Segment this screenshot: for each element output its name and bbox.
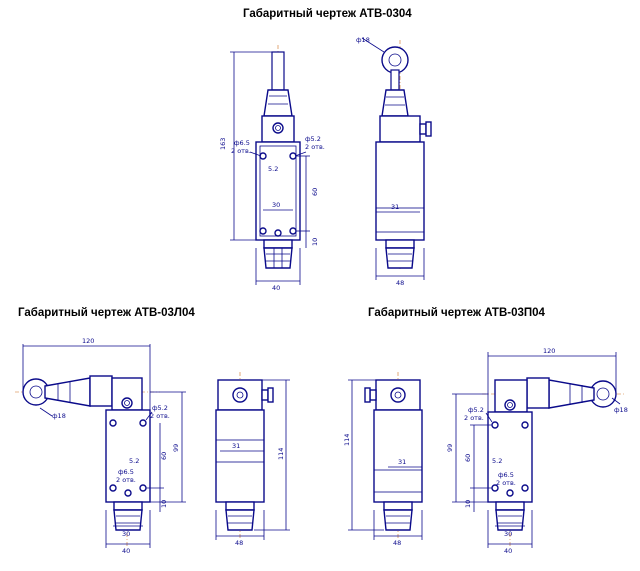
atv03l04-spacing-h-label: 30 [122, 530, 130, 538]
atv0304-hole-right-qty: 2 отв. [305, 143, 325, 151]
atv03p04-hole-left-qty: 2 отв. [496, 479, 516, 487]
atv03p04-hole-right-qty: 2 отв. [464, 414, 484, 422]
atv0304-side-width: 48 [396, 279, 404, 287]
atv03p04-spacing-v-label: 60 [464, 454, 472, 462]
atv03p04-hole-right-label: ф5.2 [468, 406, 484, 414]
title-atv-03p04: Габаритный чертеж АТВ-03П04 [368, 307, 545, 319]
atv03p04-roller-label: ф18 [614, 406, 628, 414]
atv03l04-side-width: 48 [235, 539, 243, 547]
atv03l04-hole-right-label: ф5.2 [152, 404, 168, 412]
atv0304-bottom-label: 10 [311, 238, 319, 246]
atv03l04-width-label: 40 [122, 547, 130, 555]
atv03p04-length-label: 120 [543, 347, 555, 355]
atv03l04-side-view [215, 372, 290, 540]
atv03p04-front-view [452, 352, 625, 548]
title-atv-03l04: Габаритный чертеж АТВ-03Л04 [18, 307, 195, 319]
atv03p04-side-width: 48 [393, 539, 401, 547]
atv03l04-front-view [15, 344, 186, 548]
atv0304-hole-left-label: ф6.5 [234, 139, 250, 147]
atv0304-offset-label: 5.2 [268, 165, 278, 173]
atv0304-front-view [230, 45, 310, 285]
atv03p04-side-height: 114 [343, 434, 351, 446]
atv03p04-side-width-inner: 31 [398, 458, 406, 466]
atv03l04-roller-label: ф18 [52, 412, 66, 420]
atv03p04-spacing-h-label: 30 [504, 530, 512, 538]
atv0304-width-label: 40 [272, 284, 280, 292]
atv03p04-offset-label: 5.2 [492, 457, 502, 465]
atv03l04-offset-label: 5.2 [129, 457, 139, 465]
atv03l04-hole-right-qty: 2 отв. [150, 412, 170, 420]
atv03p04-hole-left-label: ф6.5 [498, 471, 514, 479]
atv0304-spacing-v-label: 60 [311, 188, 319, 196]
atv0304-height-label: 163 [219, 138, 227, 150]
atv03p04-side-view [348, 372, 423, 540]
atv0304-roller-label: ф18 [356, 36, 370, 44]
atv03p04-height-label: 99 [446, 444, 454, 452]
atv03l04-length-label: 120 [82, 337, 94, 345]
title-atv-0304: Габаритный чертеж АТВ-0304 [243, 8, 412, 20]
atv03p04-bottom-label: 10 [464, 500, 472, 508]
atv0304-spacing-h-label: 30 [272, 201, 280, 209]
atv03l04-hole-left-label: ф6.5 [118, 468, 134, 476]
atv03p04-width-label: 40 [504, 547, 512, 555]
atv0304-hole-left-qty: 2 отв. [231, 147, 251, 155]
atv0304-hole-right-label: ф5.2 [305, 135, 321, 143]
atv03l04-height-label: 99 [172, 444, 180, 452]
atv0304-side-view [361, 37, 432, 280]
atv03l04-hole-left-qty: 2 отв. [116, 476, 136, 484]
atv03l04-side-height: 114 [277, 448, 285, 460]
atv03l04-spacing-v-label: 60 [160, 452, 168, 460]
atv03l04-bottom-label: 10 [160, 500, 168, 508]
atv03l04-side-width-inner: 31 [232, 442, 240, 450]
atv0304-side-width-inner: 31 [391, 203, 399, 211]
